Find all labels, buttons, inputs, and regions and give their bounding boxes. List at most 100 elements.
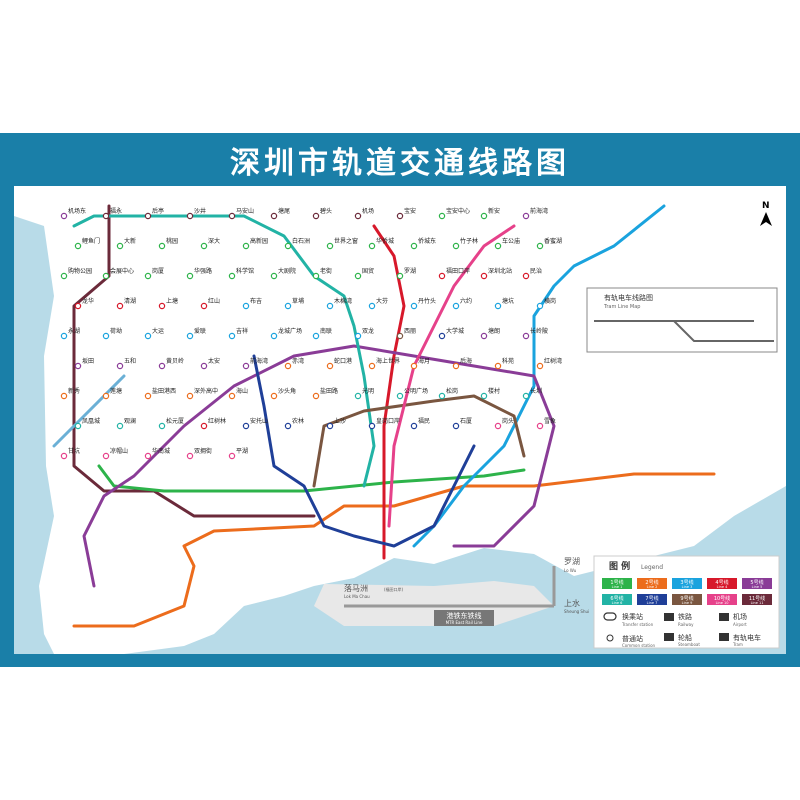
station-marker[interactable] — [284, 422, 292, 430]
station-marker[interactable] — [452, 362, 460, 370]
station-marker[interactable] — [494, 242, 502, 250]
station-marker[interactable] — [102, 272, 110, 280]
station-marker[interactable] — [522, 392, 530, 400]
station-marker[interactable] — [368, 302, 376, 310]
station-marker[interactable] — [354, 272, 362, 280]
station-marker[interactable] — [228, 272, 236, 280]
station-marker[interactable] — [74, 422, 82, 430]
station-marker[interactable] — [60, 332, 68, 340]
station-marker[interactable] — [522, 272, 530, 280]
station-marker[interactable] — [284, 362, 292, 370]
station-marker[interactable] — [186, 212, 194, 220]
station-marker[interactable] — [536, 302, 544, 310]
station-marker[interactable] — [326, 242, 334, 250]
station-marker[interactable] — [228, 212, 236, 220]
station-marker[interactable] — [452, 302, 460, 310]
station-marker[interactable] — [60, 452, 68, 460]
station-marker[interactable] — [60, 392, 68, 400]
station-marker[interactable] — [116, 302, 124, 310]
station-marker[interactable] — [74, 362, 82, 370]
station-marker[interactable] — [200, 302, 208, 310]
station-marker[interactable] — [522, 332, 530, 340]
station-marker[interactable] — [186, 332, 194, 340]
station-marker[interactable] — [144, 212, 152, 220]
station-marker[interactable] — [158, 422, 166, 430]
station-marker[interactable] — [368, 362, 376, 370]
station-marker[interactable] — [396, 212, 404, 220]
station-marker[interactable] — [200, 362, 208, 370]
station-marker[interactable] — [536, 242, 544, 250]
station-marker[interactable] — [228, 392, 236, 400]
station-marker[interactable] — [200, 242, 208, 250]
station-marker[interactable] — [186, 392, 194, 400]
station-marker[interactable] — [242, 242, 250, 250]
station-marker[interactable] — [74, 242, 82, 250]
station-marker[interactable] — [158, 242, 166, 250]
station-marker[interactable] — [410, 242, 418, 250]
station-marker[interactable] — [494, 362, 502, 370]
station-marker[interactable] — [60, 272, 68, 280]
station-marker[interactable] — [270, 332, 278, 340]
station-marker[interactable] — [242, 302, 250, 310]
station-marker[interactable] — [494, 422, 502, 430]
station-marker[interactable] — [158, 362, 166, 370]
station-marker[interactable] — [536, 422, 544, 430]
station-marker[interactable] — [396, 272, 404, 280]
station-marker[interactable] — [410, 362, 418, 370]
station-marker[interactable] — [326, 302, 334, 310]
station-marker[interactable] — [438, 332, 446, 340]
station-marker[interactable] — [494, 302, 502, 310]
station-marker[interactable] — [396, 332, 404, 340]
station-marker[interactable] — [326, 422, 334, 430]
station-marker[interactable] — [438, 272, 446, 280]
station-marker[interactable] — [354, 212, 362, 220]
station-marker[interactable] — [242, 362, 250, 370]
station-marker[interactable] — [312, 392, 320, 400]
station-marker[interactable] — [102, 452, 110, 460]
station-marker[interactable] — [284, 242, 292, 250]
station-marker[interactable] — [228, 332, 236, 340]
station-marker[interactable] — [326, 362, 334, 370]
station-marker[interactable] — [116, 362, 124, 370]
station-marker[interactable] — [354, 392, 362, 400]
station-marker[interactable] — [186, 452, 194, 460]
station-marker[interactable] — [200, 422, 208, 430]
station-marker[interactable] — [144, 332, 152, 340]
station-marker[interactable] — [452, 242, 460, 250]
station-marker[interactable] — [270, 272, 278, 280]
station-marker[interactable] — [410, 302, 418, 310]
station-marker[interactable] — [186, 272, 194, 280]
station-marker[interactable] — [410, 422, 418, 430]
station-marker[interactable] — [480, 272, 488, 280]
station-marker[interactable] — [270, 212, 278, 220]
station-marker[interactable] — [102, 392, 110, 400]
station-marker[interactable] — [144, 392, 152, 400]
station-marker[interactable] — [522, 212, 530, 220]
station-marker[interactable] — [116, 422, 124, 430]
station-marker[interactable] — [368, 242, 376, 250]
station-marker[interactable] — [270, 392, 278, 400]
station-marker[interactable] — [228, 452, 236, 460]
station-marker[interactable] — [102, 332, 110, 340]
station-marker[interactable] — [74, 302, 82, 310]
station-marker[interactable] — [438, 212, 446, 220]
station-marker[interactable] — [144, 272, 152, 280]
station-marker[interactable] — [242, 422, 250, 430]
station-marker[interactable] — [312, 272, 320, 280]
station-marker[interactable] — [536, 362, 544, 370]
station-marker[interactable] — [396, 392, 404, 400]
station-marker[interactable] — [102, 212, 110, 220]
station-marker[interactable] — [60, 212, 68, 220]
station-marker[interactable] — [480, 212, 488, 220]
station-marker[interactable] — [480, 332, 488, 340]
station-marker[interactable] — [144, 452, 152, 460]
station-marker[interactable] — [158, 302, 166, 310]
station-marker[interactable] — [312, 332, 320, 340]
station-marker[interactable] — [284, 302, 292, 310]
station-marker[interactable] — [312, 212, 320, 220]
station-marker[interactable] — [438, 392, 446, 400]
station-marker[interactable] — [116, 242, 124, 250]
station-marker[interactable] — [368, 422, 376, 430]
station-marker[interactable] — [452, 422, 460, 430]
station-marker[interactable] — [354, 332, 362, 340]
